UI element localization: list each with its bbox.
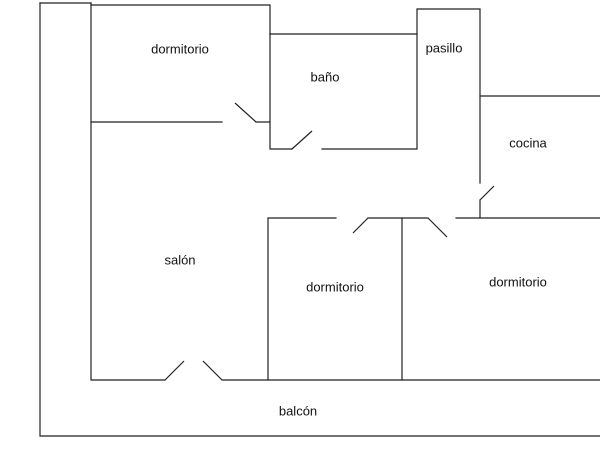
- pasillo-walls: [416, 8, 600, 97]
- dormitorio-2-top-left: [267, 217, 337, 381]
- door-salon-left: [164, 360, 185, 381]
- door-dormitorio-3: [427, 217, 448, 238]
- room-label-balcon: balcón: [278, 403, 318, 419]
- cocina-bottom-wall: [455, 199, 481, 219]
- doors: [164, 102, 495, 381]
- dormitorio-right-wall-lower: [255, 33, 271, 123]
- room-label-dormitorio-3: dormitorio: [489, 274, 547, 290]
- room-label-cocina: cocina: [509, 135, 547, 151]
- door-cocina: [479, 185, 495, 201]
- bano-walls: [269, 33, 418, 150]
- door-dormitorio-2: [352, 217, 369, 234]
- room-label-bano: baño: [310, 69, 340, 85]
- bano-bottom-left: [269, 121, 293, 150]
- room-label-dormitorio-1: dormitorio: [151, 41, 209, 57]
- room-label-pasillo: pasillo: [425, 40, 463, 56]
- dormitorio-top-left-wall: [90, 2, 166, 381]
- outer-wall-left: [39, 2, 600, 437]
- dormitorio-top-wall: [90, 4, 271, 35]
- room-label-salon: salón: [164, 252, 196, 268]
- door-bano: [291, 130, 313, 150]
- door-salon-right: [202, 360, 223, 381]
- room-label-dormitorio-2: dormitorio: [306, 279, 364, 295]
- door-dormitorio-1: [234, 102, 257, 123]
- walls: [39, 2, 600, 437]
